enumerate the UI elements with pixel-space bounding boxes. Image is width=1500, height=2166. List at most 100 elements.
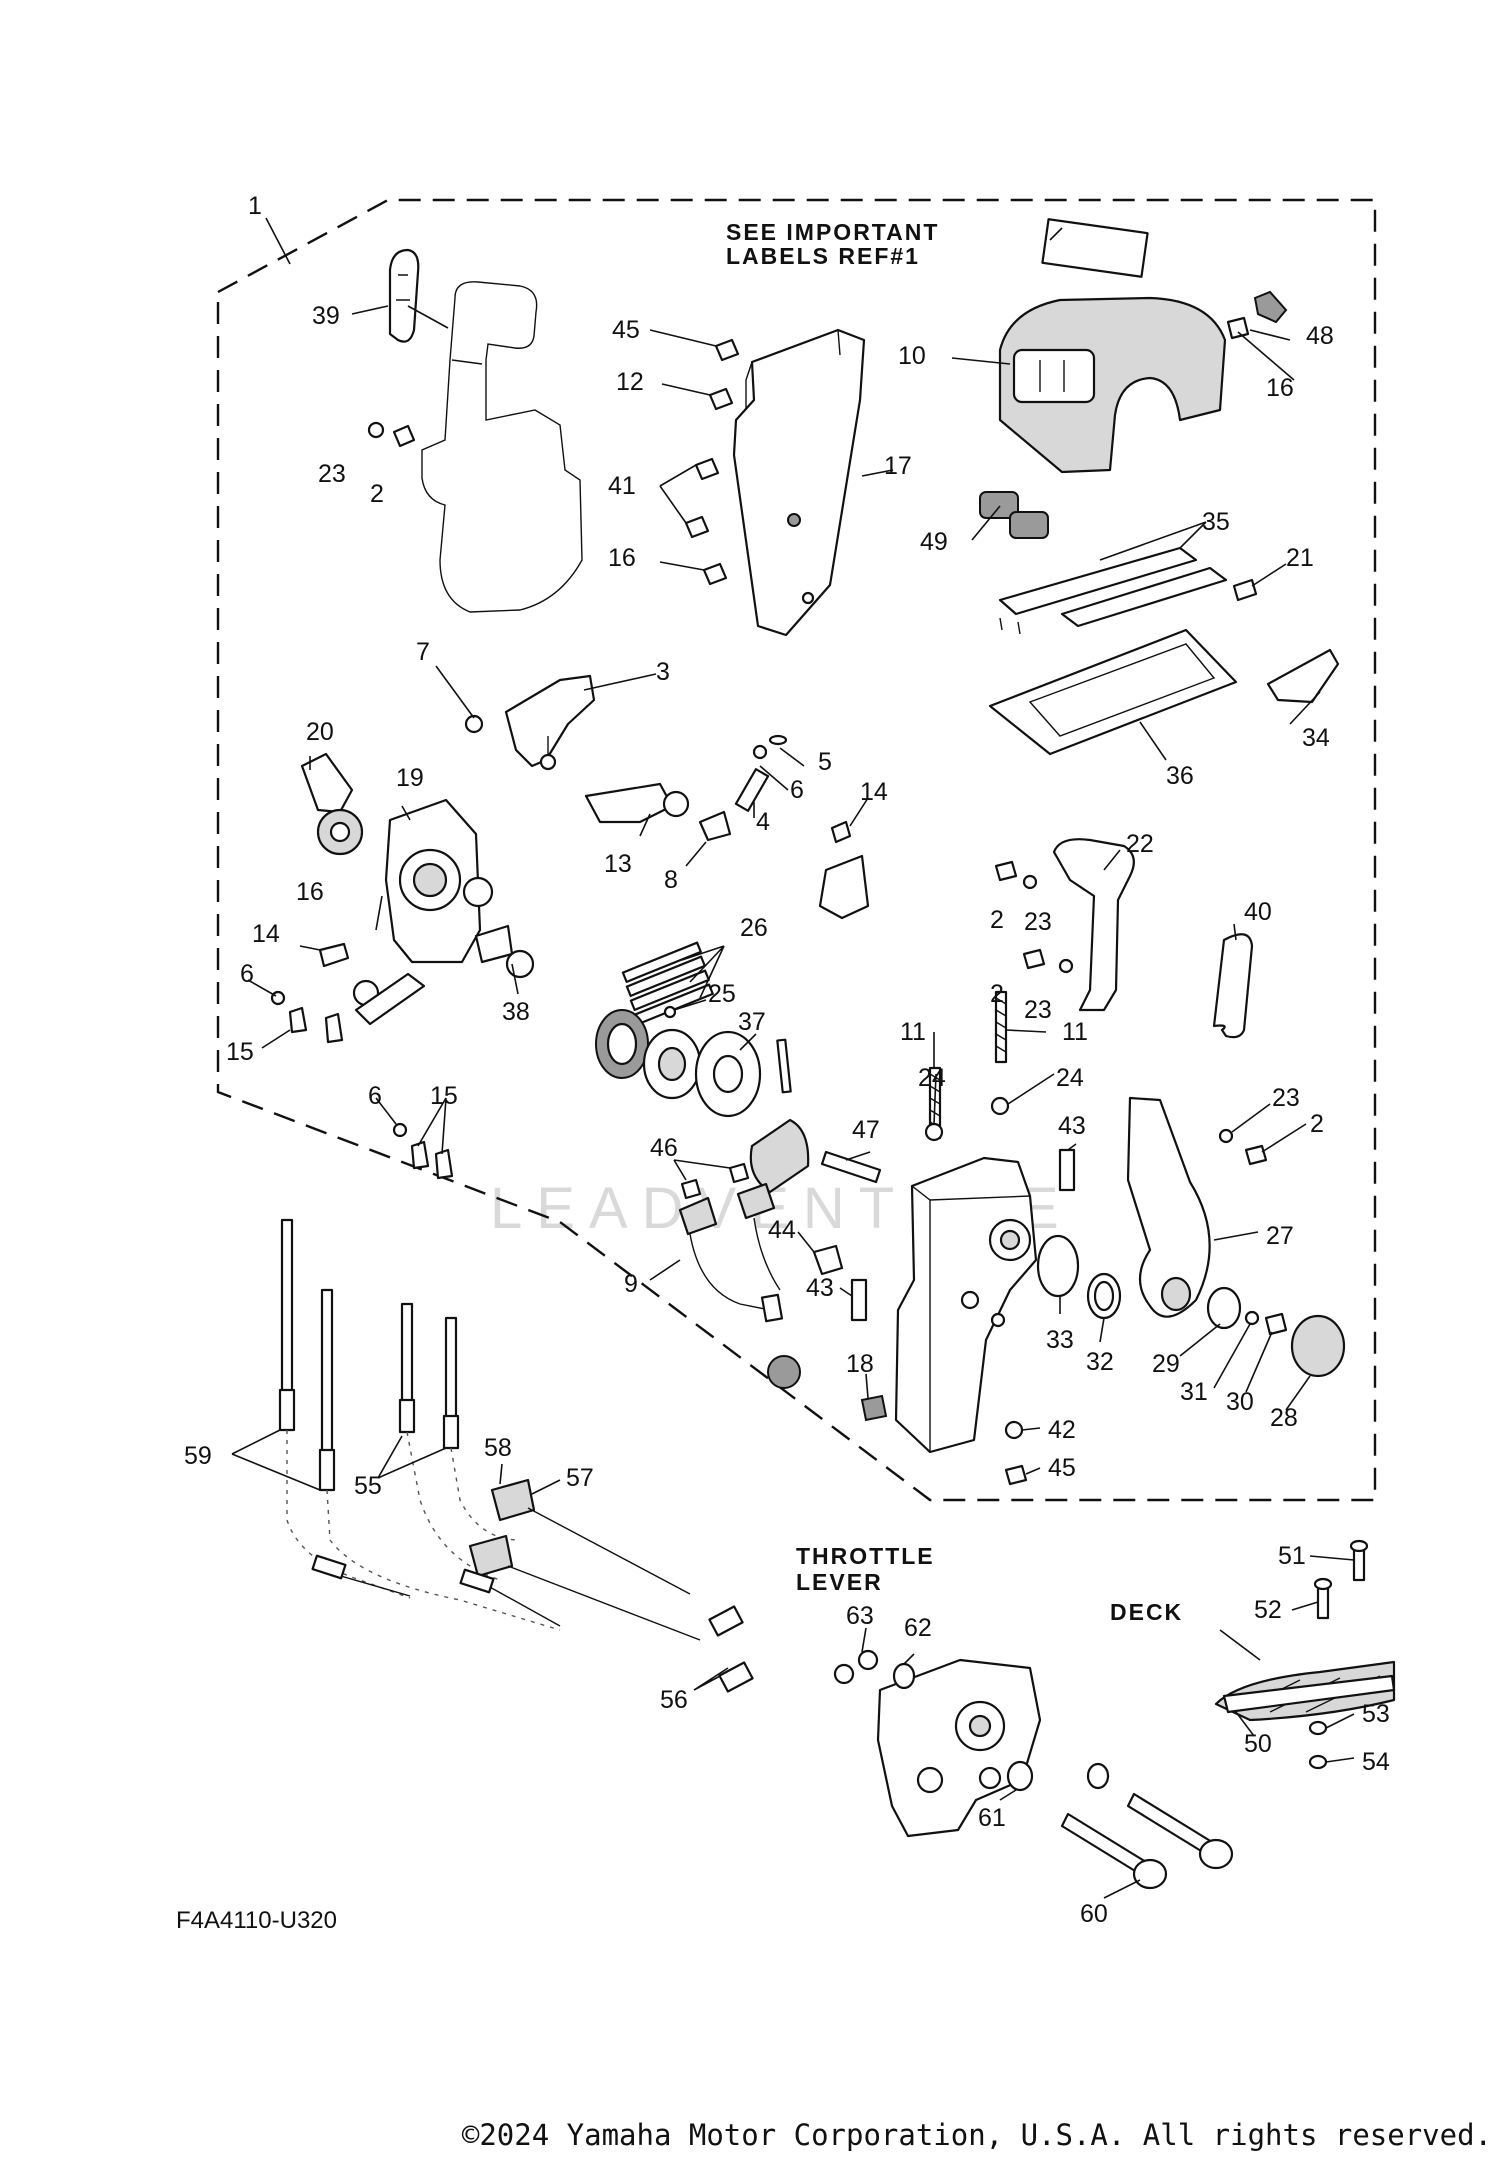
callout-31: 31 — [1180, 1378, 1208, 1406]
callout-23: 23 — [318, 460, 346, 488]
callout-2-r1: 2 — [990, 906, 1004, 934]
callout-58: 58 — [484, 1434, 512, 1462]
part-16-screw-top — [1226, 316, 1250, 340]
callout-27: 27 — [1266, 1222, 1294, 1250]
callout-46: 46 — [650, 1134, 678, 1162]
parts-38-cam — [462, 876, 535, 979]
callout-39: 39 — [312, 302, 340, 330]
screws-45-12-41-16 — [684, 338, 740, 586]
callout-54: 54 — [1362, 1748, 1390, 1776]
figure-code: F4A4110-U320 — [176, 1907, 337, 1934]
see-important-line1: SEE IMPORTANT — [726, 219, 939, 245]
callout-45-bottom: 45 — [1048, 1454, 1076, 1482]
parts-4-5-6-8-pins — [698, 734, 788, 842]
see-important-line2: LABELS REF#1 — [726, 243, 920, 269]
callout-51: 51 — [1278, 1542, 1306, 1570]
deck-label: DECK — [1110, 1599, 1183, 1625]
callout-34: 34 — [1302, 724, 1330, 752]
callout-11-b: 11 — [1062, 1018, 1088, 1046]
part-23-2-screws — [367, 421, 416, 448]
control-housing — [894, 1156, 1038, 1454]
part-20-bracket — [300, 752, 354, 814]
callout-16: 16 — [608, 544, 636, 572]
callout-56: 56 — [660, 1686, 688, 1714]
callout-24-b: 24 — [1056, 1064, 1084, 1092]
callout-63: 63 — [846, 1602, 874, 1630]
throttle-label-line1: THROTTLE — [796, 1543, 935, 1569]
part-3-shift-arm — [504, 674, 596, 771]
callout-52: 52 — [1254, 1596, 1282, 1624]
callout-16-top: 16 — [1266, 374, 1294, 402]
callout-22: 22 — [1126, 830, 1154, 858]
parts-57-58-joints — [468, 1478, 536, 1578]
callout-2-r2: 2 — [990, 980, 1004, 1008]
callout-23-r2: 23 — [1024, 996, 1052, 1024]
part-47-shaft — [820, 1150, 882, 1184]
callout-6: 6 — [790, 776, 804, 804]
part-46-screws — [680, 1162, 750, 1200]
part-26-springs — [621, 941, 714, 1025]
callout-11-a: 11 — [900, 1018, 926, 1046]
callout-44: 44 — [768, 1216, 796, 1244]
callout-8: 8 — [664, 866, 678, 894]
callout-5: 5 — [818, 748, 832, 776]
callout-38: 38 — [502, 998, 530, 1026]
callout-23-r1: 23 — [1024, 908, 1052, 936]
callout-9: 9 — [624, 1270, 638, 1298]
callout-numbers: 1 39 45 12 41 16 17 10 16 48 23 2 49 35 … — [184, 192, 1390, 1928]
part-33-32-rings — [1036, 1234, 1122, 1320]
callout-13: 13 — [604, 850, 632, 878]
callout-61: 61 — [978, 1804, 1006, 1832]
callout-18: 18 — [846, 1350, 874, 1378]
callout-23-r3: 23 — [1272, 1084, 1300, 1112]
callout-29: 29 — [1152, 1350, 1180, 1378]
callout-45: 45 — [612, 316, 640, 344]
parts-53-54-nuts — [1308, 1720, 1328, 1770]
leader-lines — [231, 217, 1355, 1899]
part-22-lever-arm — [1052, 838, 1135, 1012]
callout-43-bottom: 43 — [806, 1274, 834, 1302]
callout-35: 35 — [1202, 508, 1230, 536]
part-15-6-bottom — [392, 1122, 454, 1180]
part-17-plate — [732, 328, 866, 637]
callout-42: 42 — [1048, 1416, 1076, 1444]
kit-boundary — [216, 198, 1377, 1502]
callout-37: 37 — [738, 1008, 766, 1036]
callout-62: 62 — [904, 1614, 932, 1642]
label-ref1 — [1041, 218, 1149, 278]
part-9-switches — [678, 1182, 801, 1389]
part-50-plate — [1222, 1674, 1396, 1714]
throttle-label-line2: LEVER — [796, 1569, 883, 1595]
callout-21: 21 — [1286, 544, 1314, 572]
callout-16-mid: 16 — [296, 878, 324, 906]
part-21-screw — [1232, 578, 1258, 602]
callout-60: 60 — [1080, 1900, 1108, 1928]
callout-25: 25 — [708, 980, 736, 1008]
callout-6-bottom: 6 — [368, 1082, 382, 1110]
callout-48: 48 — [1306, 322, 1334, 350]
callout-12: 12 — [616, 368, 644, 396]
callout-14: 14 — [860, 778, 888, 806]
callout-2: 2 — [370, 480, 384, 508]
callout-43-top: 43 — [1058, 1112, 1086, 1140]
parts-62-63-nuts — [833, 1649, 916, 1690]
part-19-housing — [384, 798, 482, 964]
callout-6-left: 6 — [240, 960, 254, 988]
callout-7: 7 — [416, 638, 430, 666]
callout-47: 47 — [852, 1116, 880, 1144]
part-42-45-bottom-screws — [1004, 1420, 1028, 1486]
callout-26: 26 — [740, 914, 768, 942]
part-37-ring — [694, 1030, 762, 1118]
parts-51-52-bolts — [1313, 1539, 1369, 1620]
part-36-gasket — [988, 628, 1238, 756]
callout-2-r3: 2 — [1310, 1110, 1324, 1138]
part-seal — [595, 1009, 649, 1079]
part-drum — [749, 1118, 810, 1194]
part-18-block — [860, 1394, 888, 1422]
callout-30: 30 — [1226, 1388, 1254, 1416]
part-19-disc — [316, 808, 364, 856]
callout-24-a: 24 — [918, 1064, 946, 1092]
part-27-throttle-arm — [1126, 1096, 1211, 1318]
copyright-notice: ©2024 Yamaha Motor Corporation, U.S.A. A… — [461, 2118, 1492, 2152]
part-25-washer — [663, 1005, 677, 1019]
